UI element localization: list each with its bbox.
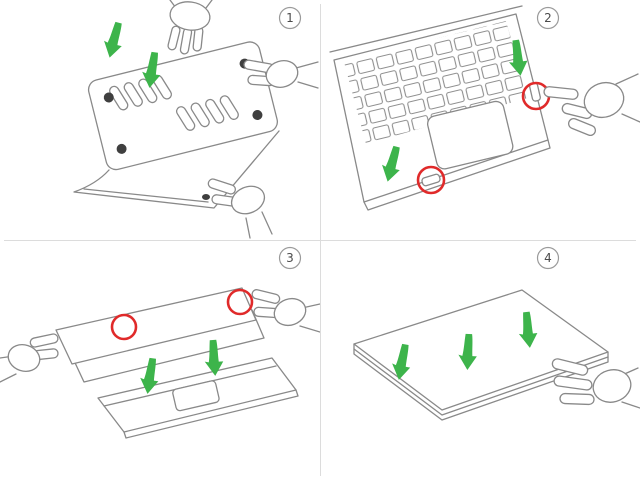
- step-badge: 2: [536, 6, 560, 30]
- hand-icon: [251, 289, 320, 333]
- step-number: 2: [544, 11, 552, 25]
- hand-icon: [207, 178, 273, 239]
- step-badge: 3: [278, 246, 302, 270]
- red-circle-marker: [416, 165, 446, 195]
- closed-laptop-drawing: [353, 289, 609, 421]
- panel-divider-horizontal: [4, 240, 636, 241]
- laptop-body-drawing: [73, 130, 280, 209]
- step-2-illustration: 2: [329, 5, 640, 211]
- step-badge: 4: [536, 246, 560, 270]
- bottom-case-drawing: [87, 41, 279, 171]
- keyboard-deck-drawing: [329, 5, 551, 211]
- red-circle-marker: [226, 288, 254, 316]
- hand-icon: [551, 358, 640, 409]
- top-cover-drawing: [55, 287, 257, 365]
- hinge-foot-dot: [202, 194, 210, 200]
- step-4-panel: 4: [320, 240, 640, 480]
- hand-icon: [543, 73, 640, 137]
- step-2-panel: 2: [320, 0, 640, 240]
- hand-icon: [167, 0, 213, 55]
- laptop-base-drawing: [97, 357, 299, 439]
- step-number: 4: [544, 251, 552, 265]
- hand-icon: [243, 59, 319, 89]
- step-1-illustration: 1: [73, 0, 319, 239]
- step-4-illustration: 4: [353, 246, 640, 421]
- hand-icon: [0, 333, 59, 383]
- step-1-panel: 1: [0, 0, 320, 240]
- step-number: 3: [286, 251, 294, 265]
- step-number: 1: [286, 11, 294, 25]
- trackpad: [172, 380, 220, 412]
- green-arrow-icon: [100, 20, 128, 60]
- step-badge: 1: [278, 6, 302, 30]
- trackpad: [426, 100, 514, 170]
- keyboard-keys: [344, 21, 528, 144]
- step-3-panel: 3: [0, 240, 320, 480]
- red-circle-marker: [110, 313, 138, 341]
- step-3-illustration: 3: [0, 246, 320, 439]
